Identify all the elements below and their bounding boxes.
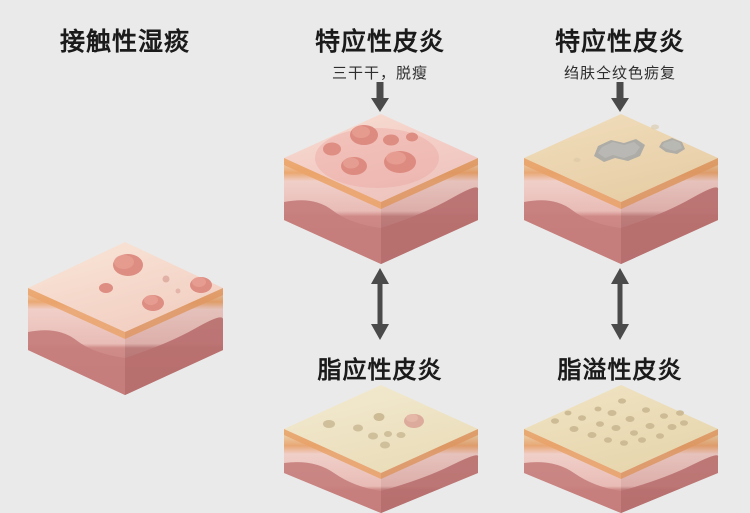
label-seborrheic-right: 脂溢性皮炎: [557, 356, 683, 384]
title-atopic-left: 特应性皮炎: [314, 27, 446, 56]
subtitle-atopic-right: 绉肤仝纹色疬复: [563, 64, 677, 82]
subtitle-atopic-left: 三干干，脱瘦: [331, 64, 429, 82]
arrow-up-down-icon-col3: [608, 268, 632, 344]
diagram-canvas: 接触性湿痰: [18, 27, 730, 513]
arrow-up-down-icon-col2: [368, 268, 392, 344]
skin-block-svg-contact: [28, 242, 224, 395]
skin-block-atopic-right: [512, 112, 730, 264]
lesion-group-grey-scales: [573, 124, 685, 163]
label-seborrheic-left: 脂应性皮炎: [317, 356, 443, 384]
lesion-group-papules: [99, 254, 212, 311]
lesion-group-papules-atopic: [323, 125, 418, 175]
skin-block-svg-atopic-right: [524, 114, 719, 264]
title-contact-eczema: 接触性湿痰: [59, 27, 191, 56]
skin-block-atopic-left: [272, 112, 490, 264]
skin-block-seborrheic-right: [512, 383, 730, 513]
lesion-group-pits-seb-left: [323, 413, 424, 449]
skin-block-seborrheic-left: [272, 383, 490, 513]
title-atopic-right: 特应性皮炎: [554, 27, 686, 56]
skin-block-svg-atopic-left: [284, 114, 479, 264]
skin-block-svg-seb-right: [524, 385, 719, 513]
skin-block-contact-eczema: [18, 240, 233, 395]
arrow-down-icon-col2: [369, 82, 391, 116]
skin-block-svg-seb-left: [284, 385, 479, 513]
arrow-down-icon-col3: [609, 82, 631, 116]
lesion-group-pores-seb-right: [551, 398, 688, 446]
